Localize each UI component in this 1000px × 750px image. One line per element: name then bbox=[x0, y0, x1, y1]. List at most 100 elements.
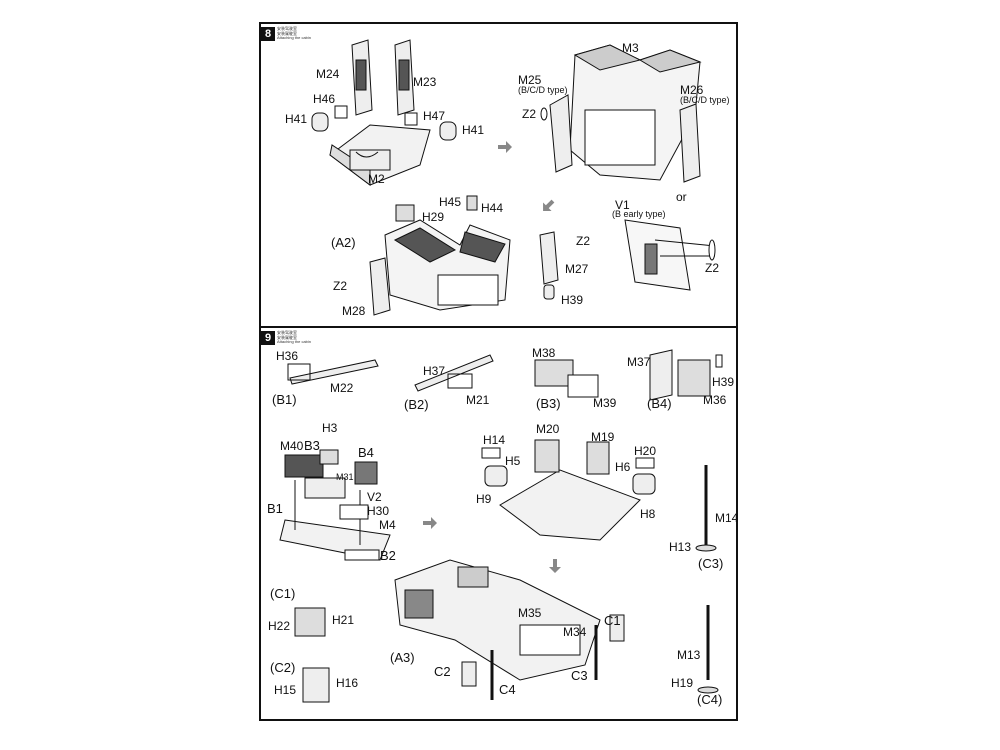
part-m23-panel bbox=[394, 39, 415, 116]
part-label: M14 bbox=[715, 511, 739, 525]
part-label: H15 bbox=[274, 683, 297, 697]
part-label: H9 bbox=[476, 492, 492, 506]
part-b2 bbox=[414, 354, 494, 392]
part-label: M4 bbox=[379, 518, 396, 532]
part-label: M40 bbox=[280, 439, 304, 453]
caption-line: 安装驾驶室 bbox=[277, 26, 297, 31]
part-label: H46 bbox=[313, 92, 336, 106]
part-label: H20 bbox=[634, 444, 657, 458]
part-m25 bbox=[549, 94, 573, 173]
part-label: M35 bbox=[518, 606, 542, 620]
part-label: M13 bbox=[677, 648, 701, 662]
step-number-badge: 8 bbox=[261, 27, 275, 41]
part-label: H41 bbox=[462, 123, 485, 137]
part-h46 bbox=[334, 105, 348, 119]
subassembly-label: (B2) bbox=[404, 397, 429, 412]
part-label: M36 bbox=[703, 393, 727, 407]
subassembly-label: (B4) bbox=[647, 396, 672, 411]
part-h41-right bbox=[439, 121, 457, 141]
step-divider bbox=[259, 326, 738, 328]
part-label: M3 bbox=[622, 41, 639, 55]
subassembly-label: (C2) bbox=[270, 660, 296, 675]
subassembly-ref: C4 bbox=[499, 682, 516, 697]
part-label: M25 bbox=[518, 73, 542, 87]
part-c4 bbox=[697, 605, 719, 694]
caption-line: Attaching the cabin bbox=[277, 35, 312, 40]
flow-arrow-icon bbox=[422, 515, 438, 531]
part-label: Z2 bbox=[705, 261, 720, 275]
part-label: M20 bbox=[536, 422, 560, 436]
flow-arrow-icon bbox=[547, 558, 563, 574]
part-label: M27 bbox=[565, 262, 589, 276]
part-label: H45 bbox=[439, 195, 462, 209]
part-label: H3 bbox=[322, 421, 338, 435]
part-label: H19 bbox=[671, 676, 694, 690]
part-m2-base bbox=[329, 124, 431, 186]
part-label: H16 bbox=[336, 676, 359, 690]
part-c3 bbox=[695, 465, 717, 552]
subassembly-label: (B3) bbox=[536, 396, 561, 411]
part-label: M38 bbox=[532, 346, 556, 360]
part-note: (B/C/D type) bbox=[680, 95, 730, 105]
part-label: H39 bbox=[712, 375, 735, 389]
subassembly-ref: C2 bbox=[434, 664, 451, 679]
part-c2-detail bbox=[302, 667, 330, 703]
part-label: H29 bbox=[422, 210, 445, 224]
part-a3-assembled bbox=[394, 559, 625, 700]
part-label: M19 bbox=[591, 430, 615, 444]
part-note: (B early type) bbox=[612, 209, 666, 219]
subassembly-label: (A2) bbox=[331, 235, 356, 250]
part-label: H22 bbox=[268, 619, 291, 633]
part-label: Z2 bbox=[522, 107, 537, 121]
part-b1 bbox=[287, 359, 379, 385]
subassembly-ref: B3 bbox=[304, 438, 320, 453]
step-caption: 安装驾驶室 安装駕駛室 Attaching the cabin bbox=[277, 330, 312, 345]
caption-line: Attaching the cabin bbox=[277, 339, 312, 344]
part-label: H8 bbox=[640, 507, 656, 521]
part-b4 bbox=[649, 349, 723, 401]
part-label: H30 bbox=[367, 504, 390, 518]
part-label: H6 bbox=[615, 460, 631, 474]
part-label: H14 bbox=[483, 433, 506, 447]
part-a2-assembled bbox=[369, 195, 559, 316]
part-m24-panel bbox=[351, 39, 373, 116]
part-label: M34 bbox=[563, 625, 587, 639]
subassembly-ref: B4 bbox=[358, 445, 374, 460]
subassembly-ref: C1 bbox=[604, 613, 621, 628]
part-label: H47 bbox=[423, 109, 446, 123]
subassembly-ref: B1 bbox=[267, 501, 283, 516]
part-h41-left bbox=[311, 112, 329, 132]
part-label: M24 bbox=[316, 67, 340, 81]
subassembly-label: (C3) bbox=[698, 556, 724, 571]
part-label: M23 bbox=[413, 75, 437, 89]
part-label: H39 bbox=[561, 293, 584, 307]
subassembly-ref: C3 bbox=[571, 668, 588, 683]
subassembly-label: (C1) bbox=[270, 586, 296, 601]
part-label: H36 bbox=[276, 349, 299, 363]
part-label: H44 bbox=[481, 201, 504, 215]
part-label: M39 bbox=[593, 396, 617, 410]
part-label: M26 bbox=[680, 83, 704, 97]
part-label: M28 bbox=[342, 304, 366, 318]
part-label: M21 bbox=[466, 393, 490, 407]
part-chassis-upper bbox=[481, 439, 656, 541]
part-label: Z2 bbox=[333, 279, 348, 293]
part-label: H21 bbox=[332, 613, 355, 627]
caption-line: 安装駕駛室 bbox=[277, 30, 297, 36]
subassembly-label: (A3) bbox=[390, 650, 415, 665]
part-label: M37 bbox=[627, 355, 651, 369]
part-label: M22 bbox=[330, 381, 354, 395]
part-v1-variant bbox=[624, 219, 716, 291]
part-label: M31 bbox=[336, 472, 354, 482]
alternative-label: or bbox=[676, 190, 687, 204]
part-label: H13 bbox=[669, 540, 692, 554]
flow-arrow-icon bbox=[540, 198, 556, 214]
part-label: V1 bbox=[615, 198, 630, 212]
step-number-badge: 9 bbox=[261, 331, 275, 345]
part-label: H37 bbox=[423, 364, 446, 378]
subassembly-ref: B2 bbox=[380, 548, 396, 563]
subassembly-label: (B1) bbox=[272, 392, 297, 407]
part-m26 bbox=[679, 103, 701, 183]
part-h47 bbox=[404, 112, 418, 126]
